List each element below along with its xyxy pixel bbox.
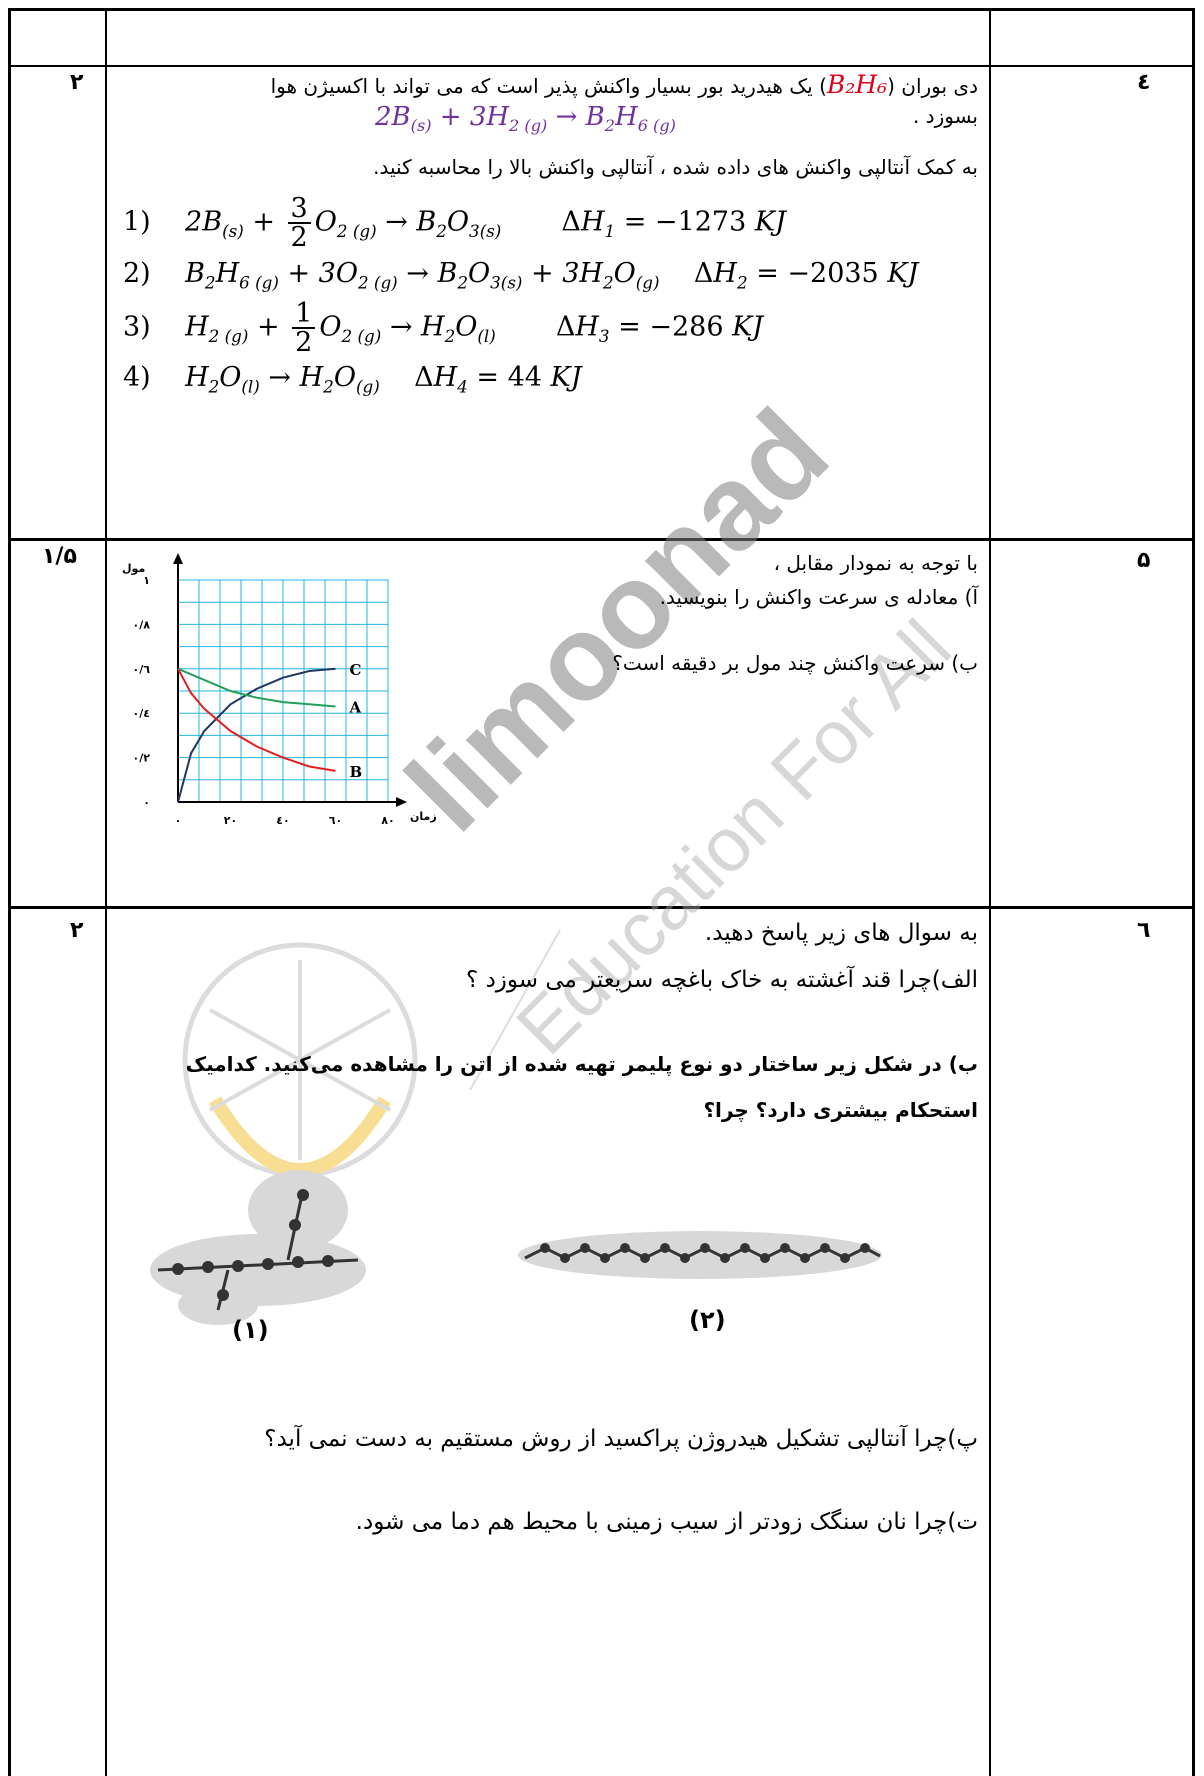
series-label-A: A bbox=[349, 699, 362, 717]
table-border-left bbox=[8, 8, 11, 1776]
question-number-6: ٦ bbox=[1137, 918, 1151, 943]
y-axis-label: مول bbox=[122, 562, 145, 575]
q4-reaction-4: 4) H2O(l) → H2O(g) ΔH4 = 44 KJ bbox=[123, 362, 582, 397]
q4-intro-rest: ) یک هیدرید بور بسیار واکنش پذیر است که … bbox=[270, 74, 978, 128]
series-line-C bbox=[177, 667, 336, 803]
row-divider-2 bbox=[8, 538, 1195, 541]
y-tick-label: ۰/٦ bbox=[133, 663, 151, 676]
q4-intro-text: دی بوران ( bbox=[887, 74, 978, 98]
y-tick-label: ۰/٤ bbox=[133, 707, 150, 720]
polymer-label-1: (۱) bbox=[232, 1316, 269, 1344]
polymer-label-2: (۲) bbox=[689, 1306, 726, 1334]
row-divider-3 bbox=[8, 906, 1195, 909]
series-label-B: B bbox=[350, 763, 363, 781]
x-axis-label: زمان (s) bbox=[410, 810, 438, 823]
q6-intro: به سوال های زیر پاسخ دهید. bbox=[704, 920, 978, 946]
series-line-A bbox=[177, 667, 336, 708]
column-divider-score bbox=[105, 8, 107, 1776]
q4-intro: دی بوران (B₂H₆) یک هیدرید بور بسیار واکن… bbox=[218, 70, 978, 131]
y-axis-arrow-icon bbox=[173, 553, 183, 564]
question-number-5: ۵ bbox=[1137, 548, 1151, 573]
x-axis-arrow-icon bbox=[396, 797, 407, 807]
question-number-4: ٤ bbox=[1137, 70, 1151, 95]
q4-intro-formula: B₂H₆ bbox=[826, 70, 888, 99]
y-tick-label: ۱ bbox=[143, 574, 150, 587]
linear-polymer-image bbox=[518, 1231, 882, 1279]
x-tick-label: ۲۰ bbox=[224, 814, 237, 827]
q5-line-2: آ) معادله ی سرعت واکنش را بنویسید. bbox=[659, 585, 978, 609]
q4-instruction: به کمک آنتالپی واکنش های داده شده ، آنتا… bbox=[373, 155, 978, 179]
series-line-B bbox=[177, 668, 336, 772]
column-divider-number bbox=[989, 8, 991, 1776]
q5-line-1: با توجه به نمودار مقابل ، bbox=[773, 551, 978, 575]
x-tick-label: ۰ bbox=[175, 814, 182, 827]
table-border-right bbox=[1192, 8, 1195, 1776]
watermark-brand: limoonad bbox=[381, 384, 854, 857]
y-tick-label: ۰/۸ bbox=[133, 618, 151, 631]
x-tick-label: ۸۰ bbox=[381, 814, 394, 827]
series-label-C: C bbox=[350, 661, 362, 679]
q5-line-3: ب) سرعت واکنش چند مول بر دقیقه است؟ bbox=[612, 651, 978, 675]
y-tick-label: ۰ bbox=[143, 796, 150, 809]
q4-reaction-2: 2) B2H6 (g) + 3O2 (g) → B2O3(s) + 3H2O(g… bbox=[123, 258, 919, 293]
question-score-6: ۲ bbox=[70, 918, 84, 943]
x-tick-label: ٤۰ bbox=[276, 814, 289, 827]
table-border-top bbox=[8, 8, 1195, 11]
q6-question-p: پ)چرا آنتالپی تشکیل هیدروژن پراکسید از ر… bbox=[264, 1426, 978, 1452]
q6-question-b-line2: استحکام بیشتری دارد؟ چرا؟ bbox=[703, 1098, 978, 1122]
x-tick-label: ٦۰ bbox=[329, 814, 342, 827]
q6-question-a: الف)چرا قند آغشته به خاک باغچه سریعتر می… bbox=[466, 967, 978, 993]
question-score-5: ۱/۵ bbox=[42, 544, 77, 569]
row-divider-1 bbox=[8, 65, 1195, 67]
q6-question-t: ت)چرا نان سنگک زودتر از سیب زمینی با محی… bbox=[355, 1509, 978, 1535]
q4-main-equation: 2B(s) + 3H2 (g) → B2H6 (g) bbox=[375, 102, 676, 136]
question-score-4: ۲ bbox=[70, 70, 84, 95]
branched-polymer-image bbox=[150, 1170, 366, 1325]
reaction-chart: C A B ۰ ۰/۲ ۰/٤ ۰/٦ ۰/۸ ۱ ۰ ۲۰ ٤۰ ٦۰ ۸۰ مول زمان (s) bbox=[122, 553, 438, 827]
q6-question-b-line1: ب) در شکل زیر ساختار دو نوع پلیمر تهیه ش… bbox=[185, 1052, 978, 1076]
y-tick-label: ۰/۲ bbox=[133, 752, 151, 765]
